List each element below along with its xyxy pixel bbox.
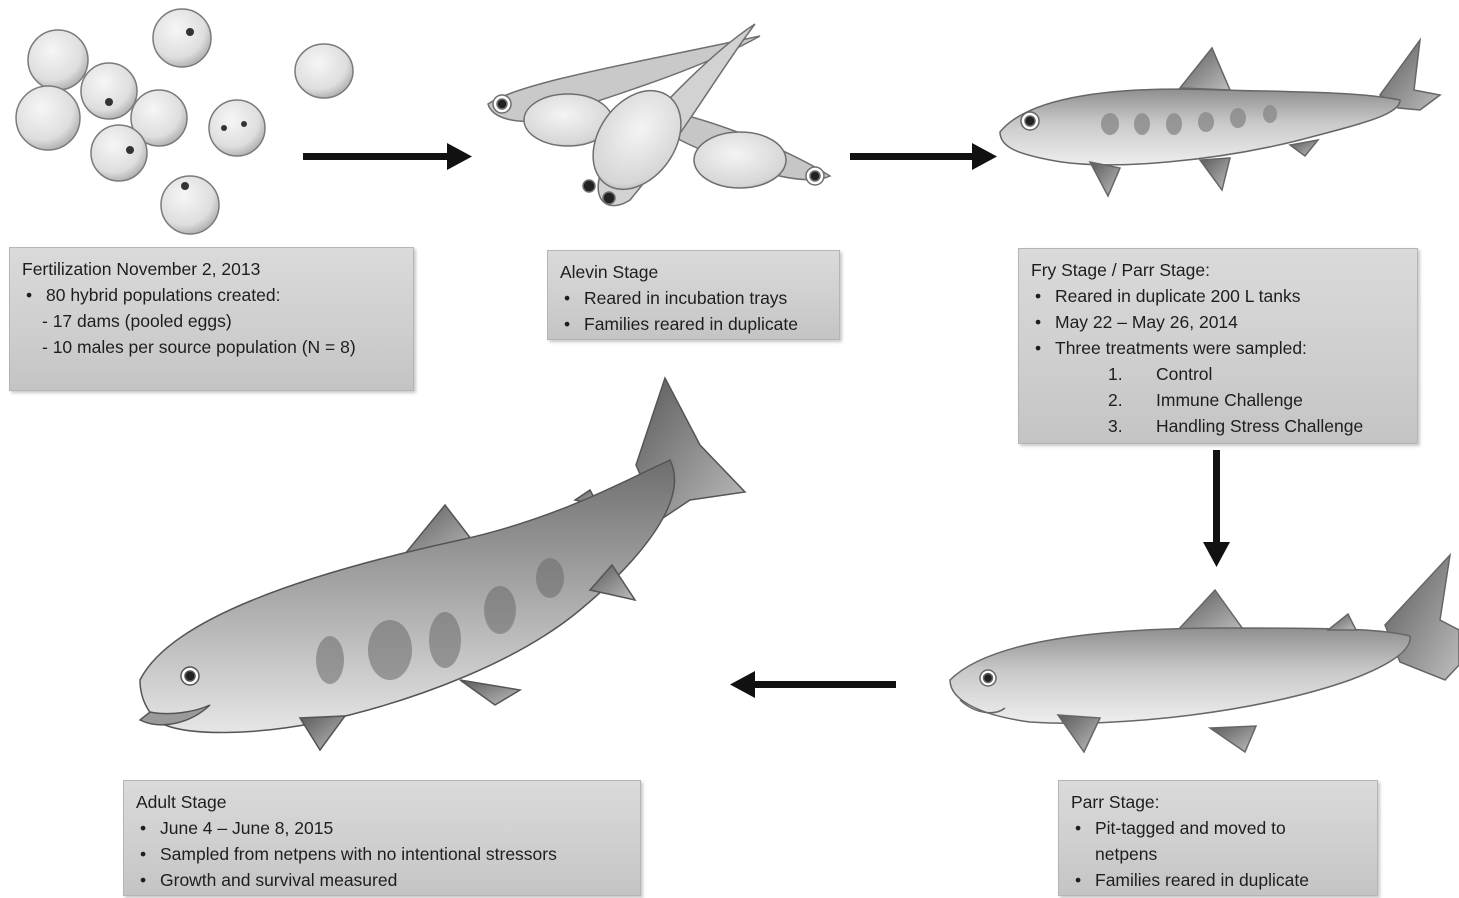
fry-parr-title: Fry Stage / Parr Stage: xyxy=(1031,257,1407,283)
fry-illustration-icon xyxy=(1000,40,1440,196)
fertilization-sub-1: - 17 dams (pooled eggs) xyxy=(22,308,403,334)
arrow-alevin-to-fry xyxy=(850,143,997,170)
arrow-parr-to-adult xyxy=(730,671,896,698)
treatment-item: 2.Immune Challenge xyxy=(1031,387,1407,413)
egg-cluster-icon xyxy=(16,9,353,234)
parr-bullet-2: Families reared in duplicate xyxy=(1071,867,1367,893)
treatment-number: 3. xyxy=(1108,413,1156,439)
treatment-number: 1. xyxy=(1108,361,1156,387)
fry-parr-box: Fry Stage / Parr Stage: Reared in duplic… xyxy=(1018,248,1418,444)
fry-parr-bullet-3: Three treatments were sampled: xyxy=(1031,335,1407,361)
adult-bullet-2: Sampled from netpens with no intentional… xyxy=(136,841,630,867)
fry-parr-bullet-1: Reared in duplicate 200 L tanks xyxy=(1031,283,1407,309)
fry-parr-bullet-2: May 22 – May 26, 2014 xyxy=(1031,309,1407,335)
fertilization-bullet: 80 hybrid populations created: xyxy=(22,282,403,308)
alevin-box: Alevin Stage Reared in incubation trays … xyxy=(547,250,840,340)
adult-title: Adult Stage xyxy=(136,789,630,815)
treatment-number: 2. xyxy=(1108,387,1156,413)
parr-bullet-1: Pit-tagged and moved to netpens xyxy=(1071,815,1305,867)
adult-bullet-3: Growth and survival measured xyxy=(136,867,630,893)
treatment-label: Handling Stress Challenge xyxy=(1156,416,1363,436)
fertilization-title: Fertilization November 2, 2013 xyxy=(22,256,403,282)
adult-bullet-1: June 4 – June 8, 2015 xyxy=(136,815,630,841)
treatment-item: 1.Control xyxy=(1031,361,1407,387)
arrow-eggs-to-alevin xyxy=(303,143,472,170)
treatment-label: Immune Challenge xyxy=(1156,390,1303,410)
arrow-fry-to-parr xyxy=(1203,450,1230,567)
alevin-title: Alevin Stage xyxy=(560,259,829,285)
fertilization-sub-2: - 10 males per source population (N = 8) xyxy=(22,334,403,360)
treatment-label: Control xyxy=(1156,364,1212,384)
alevin-bullet-1: Reared in incubation trays xyxy=(560,285,829,311)
alevin-illustration-icon xyxy=(488,24,830,206)
parr-title: Parr Stage: xyxy=(1071,789,1367,815)
treatment-item: 3.Handling Stress Challenge xyxy=(1031,413,1407,439)
fertilization-box: Fertilization November 2, 2013 80 hybrid… xyxy=(9,247,414,391)
alevin-bullet-2: Families reared in duplicate xyxy=(560,311,829,337)
parr-box: Parr Stage: Pit-tagged and moved to netp… xyxy=(1058,780,1378,896)
parr-illustration-icon xyxy=(950,555,1459,752)
adult-box: Adult Stage June 4 – June 8, 2015 Sample… xyxy=(123,780,641,896)
adult-salmon-illustration-icon xyxy=(140,378,745,750)
